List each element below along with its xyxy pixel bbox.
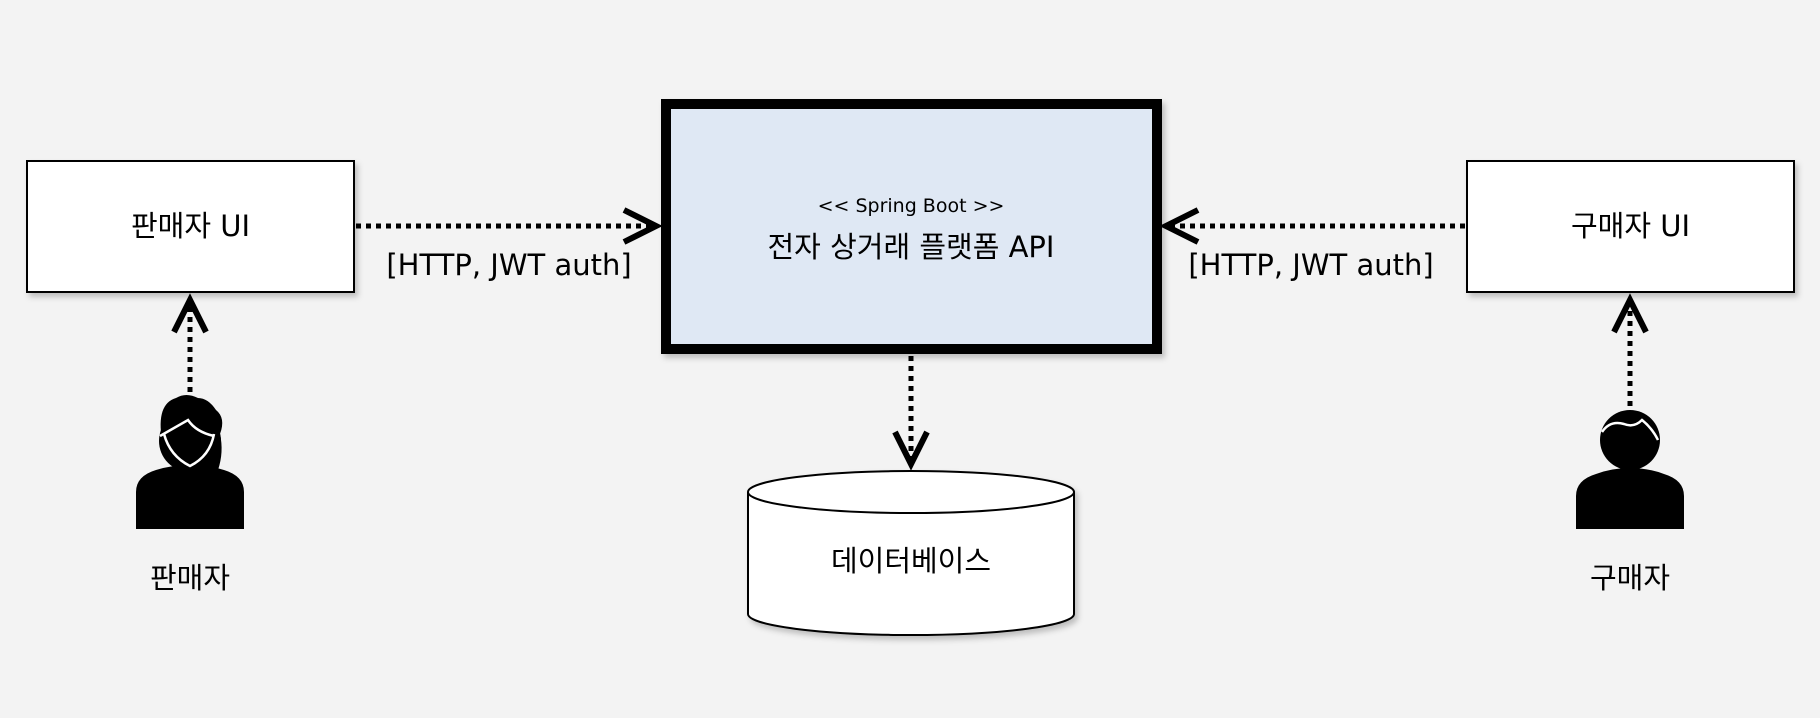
database-cylinder bbox=[747, 470, 1075, 636]
seller-ui-label: 판매자 UI bbox=[131, 209, 250, 243]
api-node: << Spring Boot >> 전자 상거래 플랫폼 API bbox=[661, 99, 1162, 354]
arrowhead-icon bbox=[171, 293, 209, 334]
database-node: 데이터베이스 bbox=[747, 470, 1075, 636]
api-label: 전자 상거래 플랫폼 API bbox=[768, 230, 1055, 264]
edge-seller-actor-to-ui bbox=[171, 293, 209, 402]
arrowhead-icon bbox=[1611, 293, 1649, 334]
buyer-actor-label: 구매자 bbox=[1590, 561, 1670, 595]
buyer-ui-node: 구매자 UI bbox=[1466, 160, 1795, 293]
arrowhead-icon bbox=[1159, 207, 1200, 245]
buyer-ui-box bbox=[1466, 160, 1795, 293]
seller-ui-node: 판매자 UI bbox=[26, 160, 355, 293]
buyer-ui-label: 구매자 UI bbox=[1571, 209, 1690, 243]
female-user-icon bbox=[136, 395, 244, 529]
edge-buyer-actor-to-ui bbox=[1611, 293, 1649, 406]
arrowhead-icon bbox=[622, 207, 663, 245]
edge-api-to-database bbox=[892, 356, 930, 471]
edge-seller-to-api: [HTTP, JWT auth] bbox=[356, 207, 663, 282]
seller-actor-label: 판매자 bbox=[150, 561, 230, 595]
edge-buyer-to-api: [HTTP, JWT auth] bbox=[1159, 207, 1465, 282]
api-stereotype: << Spring Boot >> bbox=[818, 195, 1005, 217]
database-label: 데이터베이스 bbox=[831, 544, 991, 578]
male-user-icon bbox=[1576, 410, 1684, 529]
edge-buyer-to-api-label: [HTTP, JWT auth] bbox=[1188, 248, 1433, 282]
buyer-actor: 구매자 bbox=[1576, 410, 1684, 595]
api-box bbox=[661, 99, 1162, 354]
database-cylinder-rim bbox=[747, 491, 1075, 514]
edge-seller-to-api-label: [HTTP, JWT auth] bbox=[386, 248, 631, 282]
seller-actor: 판매자 bbox=[136, 395, 244, 595]
arrowhead-icon bbox=[892, 430, 930, 471]
seller-ui-box bbox=[26, 160, 355, 293]
